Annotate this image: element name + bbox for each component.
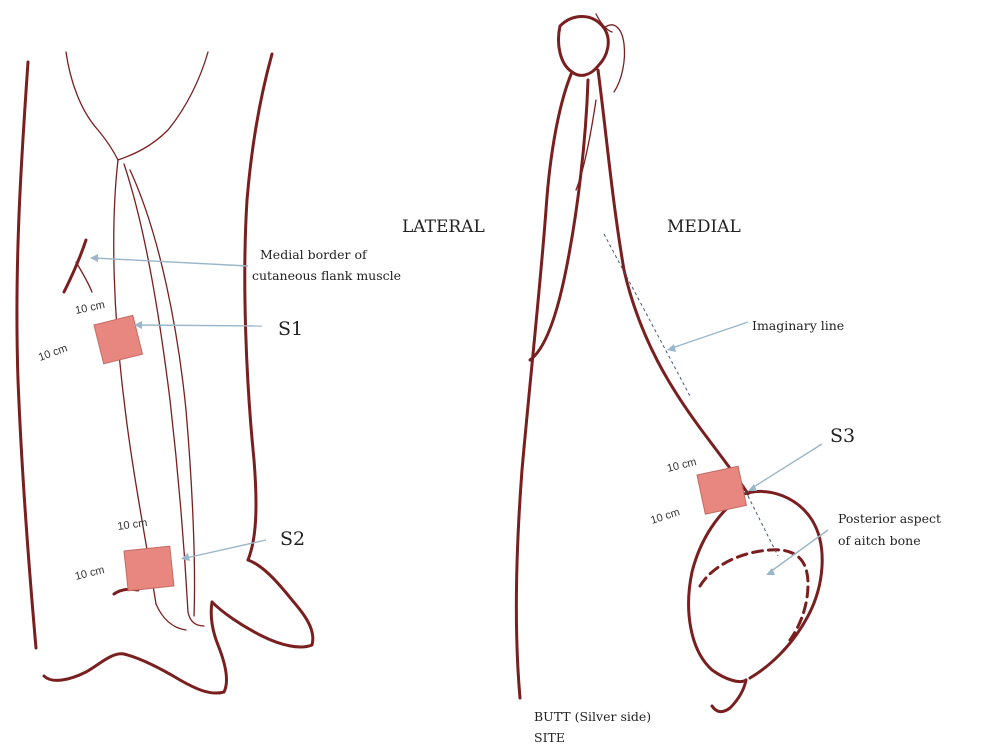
- pointer-aitch-bone: [766, 530, 828, 575]
- pointer-imaginary-line: [667, 322, 748, 352]
- sample-square-s2: [124, 546, 174, 591]
- s3-top-dimension: 10 cm: [666, 456, 698, 475]
- sample-square-s1: [94, 315, 142, 363]
- medial-border-label-line1: Medial border of: [260, 247, 368, 262]
- aitch-bone-label-line2: of aitch bone: [838, 533, 921, 548]
- s3-side-dimension: 10 cm: [649, 506, 681, 527]
- s3-label: S3: [830, 425, 855, 447]
- medial-border-label-line2: cutaneous flank muscle: [252, 268, 401, 283]
- medial-heading: MEDIAL: [667, 217, 741, 237]
- pointer-s3: [748, 444, 822, 491]
- imaginary-line-label: Imaginary line: [752, 318, 844, 333]
- s1-side-dimension: 10 cm: [37, 342, 69, 364]
- pointer-s1: [134, 321, 262, 329]
- butt-site-label-line1: BUTT (Silver side): [534, 709, 651, 724]
- sample-square-s3: [697, 466, 746, 514]
- s1-top-dimension: 10 cm: [74, 299, 106, 317]
- s2-label: S2: [280, 528, 305, 550]
- lateral-heading: LATERAL: [402, 217, 485, 237]
- lateral-carcass-outline: [17, 52, 313, 693]
- s1-label: S1: [278, 318, 303, 340]
- s2-side-dimension: 10 cm: [74, 564, 106, 583]
- medial-carcass-outline: [516, 14, 822, 712]
- aitch-bone-label-line1: Posterior aspect: [838, 511, 941, 526]
- butt-site-label-line2: SITE: [534, 730, 565, 745]
- imaginary-line: [604, 234, 778, 556]
